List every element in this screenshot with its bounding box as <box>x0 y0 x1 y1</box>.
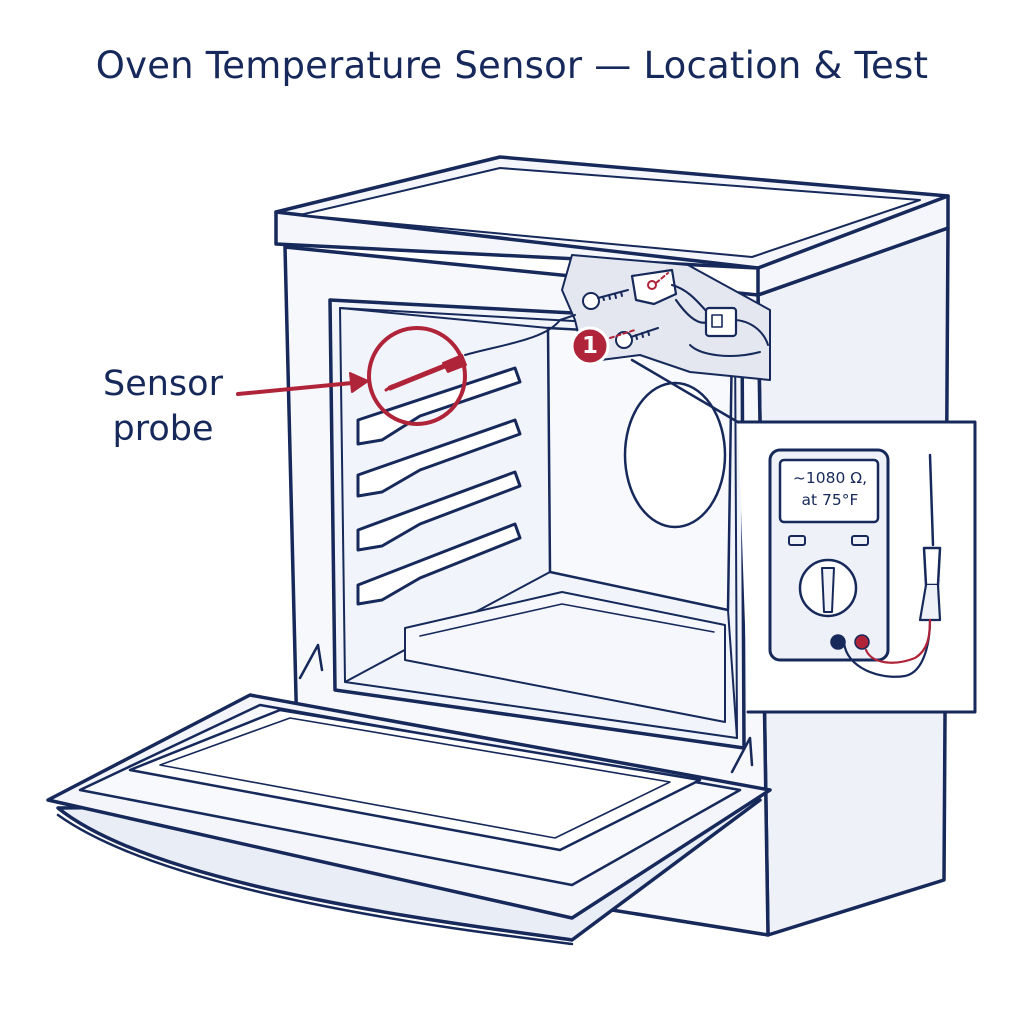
callout-line-2: probe <box>112 409 214 449</box>
door-hinge-right <box>730 736 754 774</box>
sensor-probe-callout: Sensor probe <box>78 362 248 452</box>
rack-rails <box>356 366 522 606</box>
access-panel-cutout <box>561 254 771 381</box>
sensor-probe-icon <box>387 362 450 391</box>
multimeter-reading: ~1080 Ω, at 75°F <box>784 467 876 511</box>
door-hinge-left <box>298 643 324 680</box>
wire-connector <box>704 306 738 338</box>
reading-temperature: at 75°F <box>801 491 859 509</box>
probe-port-red <box>854 634 870 650</box>
screw-icon <box>582 289 629 310</box>
callout-arrow <box>236 381 354 396</box>
page-title: Oven Temperature Sensor — Location & Tes… <box>95 44 929 87</box>
mounting-bracket <box>630 268 678 306</box>
sensor-highlight-ring <box>367 326 467 426</box>
door-window <box>128 708 702 852</box>
screw-icon <box>615 327 659 349</box>
fan-cover <box>623 381 727 529</box>
reading-resistance: ~1080 Ω, <box>792 469 868 487</box>
multimeter-display <box>778 458 880 524</box>
step-marker-number: 1 <box>581 333 598 359</box>
callout-line-1: Sensor <box>103 364 223 404</box>
step-marker-badge <box>570 326 610 366</box>
